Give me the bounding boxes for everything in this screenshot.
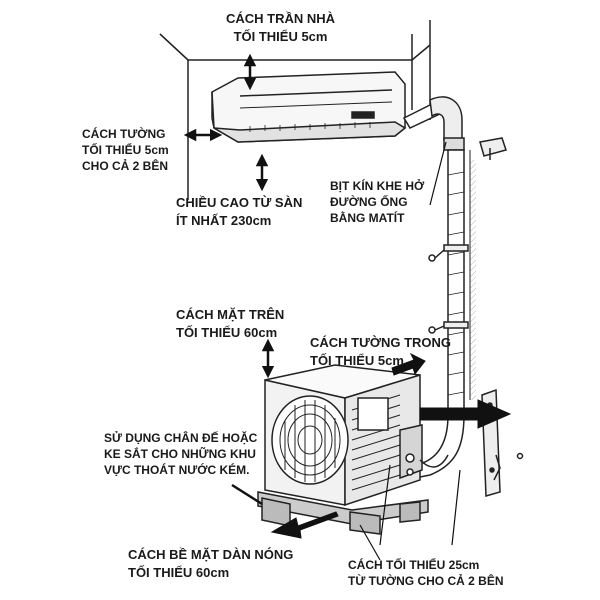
label-wall-clearance: CÁCH TƯỜNG TỐI THIỂU 5cm CHO CẢ 2 BÊN	[82, 127, 169, 173]
wall-outline	[159, 20, 431, 200]
label-side-clearance: CÁCH TỐI THIỂU 25cm TỪ TƯỜNG CHO CẢ 2 BÊ…	[348, 558, 504, 588]
block-arrows	[270, 352, 512, 539]
stand-pointer	[231, 483, 263, 506]
side-gap-arrow	[419, 399, 512, 429]
inner-wall-arrow	[391, 352, 426, 376]
refrigerant-pipe	[402, 96, 507, 481]
label-floor-height: CHIỀU CAO TỪ SÀN ÍT NHẤT 230cm	[176, 195, 303, 228]
dimension-arrows	[183, 53, 275, 506]
label-coil-clearance: CÁCH BỀ MẶT DÀN NÓNG TỐI THIỂU 60cm	[128, 547, 294, 580]
indoor-unit	[211, 71, 407, 143]
label-ceiling-clearance: CÁCH TRẦN NHÀ TỐI THIỂU 5cm	[226, 11, 336, 44]
wall-hatch	[470, 160, 476, 400]
leader-lines	[359, 141, 461, 561]
label-top-clearance: CÁCH MẶT TRÊN TỐI THIỂU 60cm	[176, 307, 285, 340]
label-stand-advice: SỬ DỤNG CHÂN ĐẾ HOẶC KE SẮT CHO NHỮNG KH…	[104, 431, 258, 477]
coil-gap-arrow	[270, 511, 339, 539]
label-seal-gap: BỊT KÍN KHE HỞ ĐƯỜNG ỐNG BẰNG MATÍT	[330, 179, 425, 225]
outdoor-unit	[257, 364, 449, 535]
label-inner-wall-clearance: CÁCH TƯỜNG TRONG TỐI THIỂU 5cm	[310, 335, 452, 368]
